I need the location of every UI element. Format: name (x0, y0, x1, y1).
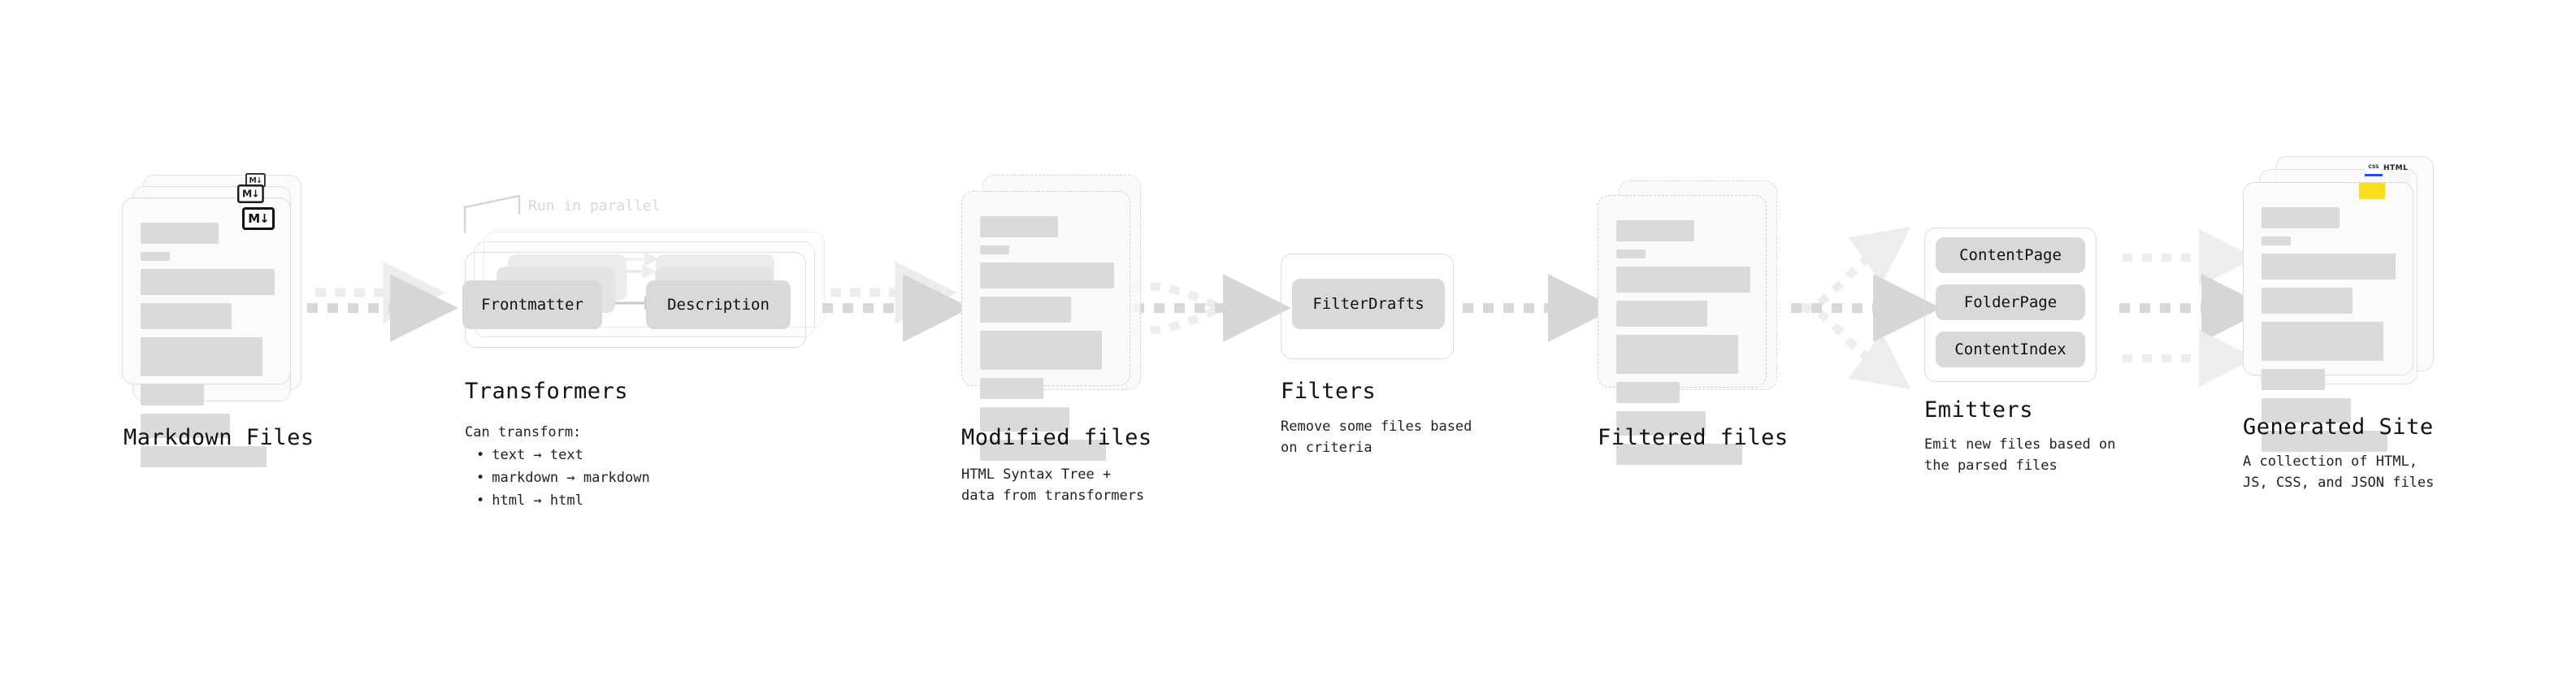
stage-title-modified-files: Modified files (961, 425, 1152, 450)
arrow-modified-to-filters (1130, 274, 1291, 342)
stage-subtitle-modified-files: HTML Syntax Tree + data from transformer… (961, 466, 1145, 504)
filterdrafts-chip[interactable]: FilterDrafts (1292, 279, 1445, 329)
markdown-badge-mid: M↓ (237, 184, 264, 203)
arrow-transformers-to-modified (822, 261, 971, 342)
site-card-skeleton (2244, 183, 2413, 452)
js-badge (2359, 183, 2385, 199)
site-card-front[interactable] (2243, 182, 2413, 452)
contentindex-chip[interactable]: ContentIndex (1936, 332, 2085, 367)
stage-title-emitters: Emitters (1924, 397, 2034, 423)
stage-title-filters: Filters (1281, 379, 1377, 404)
stage-subtitle-generated-site: A collection of HTML, JS, CSS, and JSON … (2243, 453, 2435, 491)
folderpage-chip[interactable]: FolderPage (1936, 284, 2085, 320)
markdown-card-skeleton (123, 198, 290, 467)
stage-title-transformers: Transformers (465, 379, 629, 404)
markdown-badge-front: M↓ (242, 207, 275, 230)
modified-card-front[interactable] (961, 191, 1130, 461)
stage-subtitle-filters: Remove some files based on criteria (1281, 419, 1472, 456)
description-chip[interactable]: Description (646, 280, 791, 329)
transformers-capability-list: Can transform: text → text markdown → ma… (465, 421, 650, 512)
stage-title-markdown-files: Markdown Files (124, 425, 314, 450)
filtered-card-skeleton (1598, 196, 1766, 465)
filters-box[interactable] (1281, 254, 1454, 359)
transformers-bullet-markdown: markdown → markdown (476, 466, 649, 489)
filtered-card-front[interactable] (1598, 195, 1767, 465)
arrow-filtered-to-emitters (1791, 227, 1941, 389)
modified-card-skeleton (962, 192, 1130, 461)
frontmatter-chip[interactable]: Frontmatter (462, 280, 602, 329)
emitters-box[interactable] (1924, 228, 2097, 382)
css-badge: CSS (2365, 164, 2383, 176)
arrow-emitters-to-site (2119, 229, 2270, 387)
stage-title-generated-site: Generated Site (2243, 414, 2434, 440)
arrow-markdown-to-transformers (307, 261, 458, 342)
stage-title-filtered-files: Filtered files (1598, 425, 1789, 450)
transformers-lead: Can transform: (465, 424, 582, 440)
transformers-bullet-text: text → text (476, 444, 650, 466)
run-in-parallel-label: Run in parallel (528, 197, 661, 215)
transformers-bullet-html: html → html (476, 489, 650, 512)
stage-subtitle-emitters: Emit new files based on the parsed files (1924, 436, 2116, 474)
html5-wordmark: HTML (2383, 164, 2409, 172)
run-in-parallel-bracket (463, 194, 521, 233)
contentpage-chip[interactable]: ContentPage (1936, 237, 2085, 273)
